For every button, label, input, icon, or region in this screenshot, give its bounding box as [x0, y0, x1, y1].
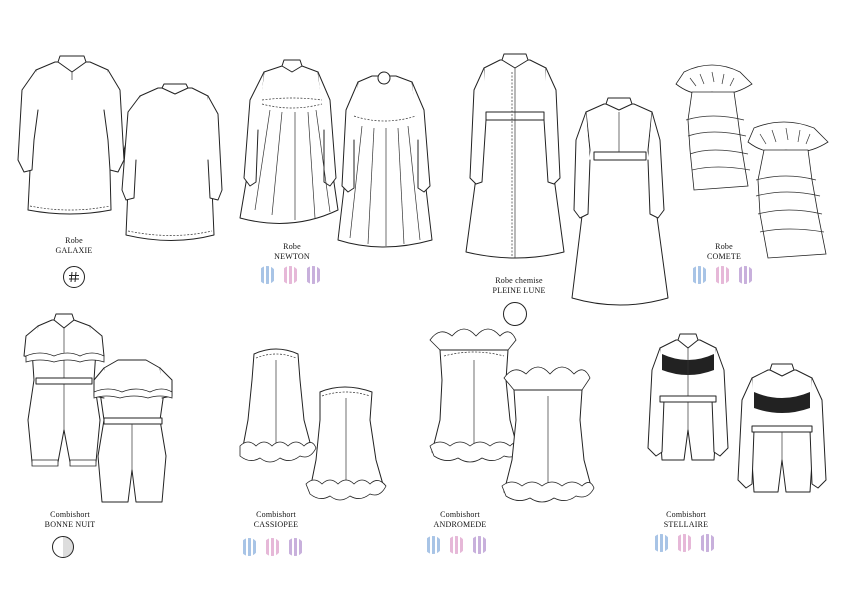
pink-swatch [281, 266, 299, 284]
garment-name: NEWTON [274, 252, 310, 261]
blue-swatch [258, 266, 276, 284]
newton-back-sketch [337, 71, 433, 248]
blue-swatch [240, 538, 258, 556]
galaxie-front-sketch [17, 55, 125, 215]
garment-name: GALAXIE [55, 246, 93, 255]
comete-front-sketch [675, 64, 753, 191]
comete-label: Robe COMETE [684, 242, 764, 262]
stellaire-back-sketch [737, 363, 827, 493]
garment-name: STELLAIRE [663, 520, 709, 529]
empty-circle-marker [503, 302, 527, 326]
andromede-front-sketch [429, 328, 523, 463]
garment-type: Robe chemise [495, 276, 543, 285]
garment-name: COMETE [706, 252, 742, 261]
lavender-swatch [286, 538, 304, 556]
lavender-swatch [470, 536, 488, 554]
garment-type: Robe [65, 236, 83, 245]
bonne-nuit-front-sketch [23, 313, 105, 467]
andromede-swatches [424, 536, 488, 554]
garment-type: Combishort [440, 510, 480, 519]
galaxie-back-sketch [121, 83, 223, 241]
bonne-nuit-back-sketch [93, 359, 173, 503]
blue-swatch [690, 266, 708, 284]
cassiopee-front-sketch [239, 348, 317, 463]
garment-type: Robe [715, 242, 733, 251]
garment-name: CASSIOPEE [253, 520, 299, 529]
stellaire-label: Combishort STELLAIRE [646, 510, 726, 530]
garment-name: BONNE NUIT [44, 520, 96, 529]
stellaire-front-sketch [647, 333, 729, 461]
newton-label: Robe NEWTON [252, 242, 332, 262]
cassiopee-swatches [240, 538, 304, 556]
lavender-swatch [304, 266, 322, 284]
comete-back-sketch [747, 121, 829, 259]
lavender-swatch [736, 266, 754, 284]
andromede-back-sketch [501, 366, 595, 503]
newton-swatches [258, 266, 322, 284]
garment-type: Robe [283, 242, 301, 251]
hash-icon [69, 271, 79, 283]
lavender-swatch [698, 534, 716, 552]
pleine-lune-label: Robe chemise PLEINE LUNE [474, 276, 564, 296]
garment-type: Combishort [50, 510, 90, 519]
blue-swatch [652, 534, 670, 552]
bonne-nuit-label: Combishort BONNE NUIT [30, 510, 110, 530]
garment-name: PLEINE LUNE [492, 286, 546, 295]
blue-swatch [424, 536, 442, 554]
garment-name: ANDROMEDE [433, 520, 487, 529]
andromede-label: Combishort ANDROMEDE [420, 510, 500, 530]
half-circle-marker [52, 536, 74, 558]
comete-swatches [690, 266, 754, 284]
pink-swatch [675, 534, 693, 552]
galaxie-label: Robe GALAXIE [34, 236, 114, 256]
cassiopee-back-sketch [305, 386, 387, 501]
garment-type: Combishort [256, 510, 296, 519]
newton-front-sketch [239, 59, 339, 224]
cassiopee-label: Combishort CASSIOPEE [236, 510, 316, 530]
pink-swatch [713, 266, 731, 284]
hash-circle-marker [63, 266, 85, 288]
pink-swatch [263, 538, 281, 556]
pink-swatch [447, 536, 465, 554]
stellaire-swatches [652, 534, 716, 552]
pleine-lune-front-sketch [465, 53, 565, 259]
garment-type: Combishort [666, 510, 706, 519]
pleine-lune-back-sketch [571, 97, 669, 306]
